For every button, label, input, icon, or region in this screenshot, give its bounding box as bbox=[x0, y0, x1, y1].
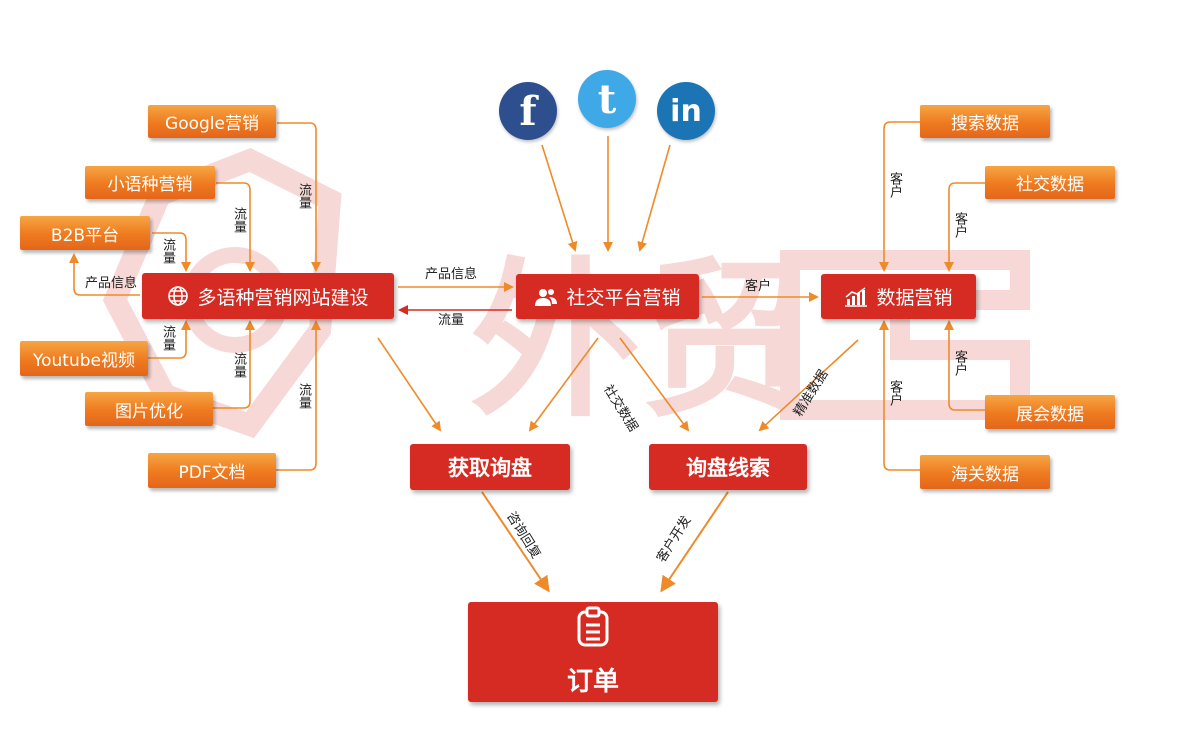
source-google-label: Google营销 bbox=[165, 114, 259, 134]
linkedin-icon[interactable]: in bbox=[657, 82, 715, 140]
edge-label-social-data-customer: 客户 bbox=[952, 212, 967, 238]
edge-label-image-opt-traffic: 流量 bbox=[231, 352, 246, 378]
source-minor-lang[interactable]: 小语种营销 bbox=[85, 166, 215, 199]
arrow-inquiry-to-order bbox=[481, 491, 550, 593]
source-pdf[interactable]: PDF文档 bbox=[148, 453, 276, 488]
source-social-data-label: 社交数据 bbox=[1016, 175, 1084, 195]
arrow-data-to-leads bbox=[758, 339, 859, 432]
node-order-label: 订单 bbox=[566, 667, 619, 697]
node-inquiry-label: 获取询盘 bbox=[448, 456, 532, 480]
source-expo-data[interactable]: 展会数据 bbox=[985, 395, 1115, 429]
source-youtube-label: Youtube视频 bbox=[33, 351, 135, 371]
source-minor-lang-label: 小语种营销 bbox=[107, 175, 193, 195]
edge-label-b2b-traffic: 流量 bbox=[160, 238, 175, 264]
edge-label-search-customer: 客户 bbox=[887, 172, 902, 198]
chart-icon bbox=[844, 286, 868, 307]
twitter-icon[interactable]: t bbox=[578, 70, 636, 128]
arrow-youtube-to-website bbox=[148, 320, 191, 359]
arrow-customs-data-to-data bbox=[879, 320, 920, 471]
node-leads-label: 询盘线索 bbox=[686, 456, 770, 480]
arrow-b2b-to-website bbox=[152, 232, 191, 272]
source-customs-data[interactable]: 海关数据 bbox=[920, 455, 1050, 489]
source-social-data[interactable]: 社交数据 bbox=[985, 166, 1115, 199]
arrow-image-opt-to-website bbox=[212, 320, 255, 409]
arrow-website-to-b2b bbox=[69, 253, 140, 296]
arrow-social-data-to-data bbox=[944, 182, 985, 272]
edge-label-social-customer: 客户 bbox=[745, 279, 772, 294]
edge-label-pdf-traffic: 流量 bbox=[296, 383, 311, 409]
edge-label-social-traffic: 流量 bbox=[438, 313, 465, 328]
node-website-label: 多语种营销网站建设 bbox=[197, 286, 369, 309]
source-search-data[interactable]: 搜索数据 bbox=[920, 105, 1050, 138]
node-order[interactable]: 订单 bbox=[468, 602, 718, 702]
edge-label-b2b-product-info: 产品信息 bbox=[85, 276, 138, 291]
arrow-social-to-inquiry bbox=[528, 337, 599, 432]
twitter-glyph: t bbox=[597, 75, 617, 123]
source-search-data-label: 搜索数据 bbox=[951, 114, 1019, 134]
left-connectors bbox=[69, 122, 321, 471]
source-expo-data-label: 展会数据 bbox=[1016, 404, 1084, 425]
node-website[interactable]: 多语种营销网站建设 bbox=[142, 273, 394, 319]
arrow-expo-data-to-data bbox=[944, 320, 985, 411]
middle-connectors bbox=[377, 136, 859, 593]
source-google[interactable]: Google营销 bbox=[148, 105, 276, 138]
node-social-label: 社交平台营销 bbox=[566, 287, 681, 309]
globe-icon bbox=[167, 285, 189, 307]
node-data[interactable]: 数据营销 bbox=[821, 274, 976, 319]
users-icon bbox=[534, 287, 558, 307]
source-image-opt-label: 图片优化 bbox=[115, 401, 183, 422]
linkedin-glyph: in bbox=[670, 93, 702, 129]
clipboard-icon bbox=[573, 606, 613, 655]
arrow-minor-lang-to-website bbox=[216, 182, 255, 272]
arrow-facebook-to-social bbox=[541, 144, 578, 252]
source-image-opt[interactable]: 图片优化 bbox=[85, 392, 213, 426]
edge-label-website-product-info: 产品信息 bbox=[425, 267, 478, 282]
watermark-text: 外贸 bbox=[470, 243, 810, 441]
source-customs-data-label: 海关数据 bbox=[951, 464, 1019, 485]
facebook-icon[interactable]: f bbox=[499, 82, 557, 140]
arrow-google-to-website bbox=[277, 122, 321, 272]
right-connectors bbox=[879, 121, 985, 471]
edge-label-google-traffic: 流量 bbox=[296, 183, 311, 209]
node-leads[interactable]: 询盘线索 bbox=[649, 444, 807, 490]
arrow-social-to-leads bbox=[619, 337, 690, 432]
node-inquiry[interactable]: 获取询盘 bbox=[410, 444, 570, 490]
arrow-pdf-to-website bbox=[275, 320, 321, 471]
arrow-leads-to-order bbox=[660, 491, 729, 593]
edge-label-youtube-traffic: 流量 bbox=[160, 325, 175, 351]
arrow-website-to-inquiry bbox=[377, 337, 442, 432]
node-social[interactable]: 社交平台营销 bbox=[516, 274, 699, 319]
edge-label-minor-lang-traffic: 流量 bbox=[231, 207, 246, 233]
edge-label-customs-customer: 客户 bbox=[887, 380, 902, 406]
source-b2b[interactable]: B2B平台 bbox=[20, 216, 150, 250]
arrow-linkedin-to-social bbox=[637, 144, 671, 252]
facebook-glyph: f bbox=[519, 87, 537, 135]
source-youtube[interactable]: Youtube视频 bbox=[20, 341, 148, 376]
edge-label-expo-customer: 客户 bbox=[952, 350, 967, 376]
node-data-label: 数据营销 bbox=[876, 287, 953, 309]
source-pdf-label: PDF文档 bbox=[178, 463, 246, 483]
arrow-search-data-to-data bbox=[879, 121, 920, 272]
source-b2b-label: B2B平台 bbox=[50, 225, 120, 246]
